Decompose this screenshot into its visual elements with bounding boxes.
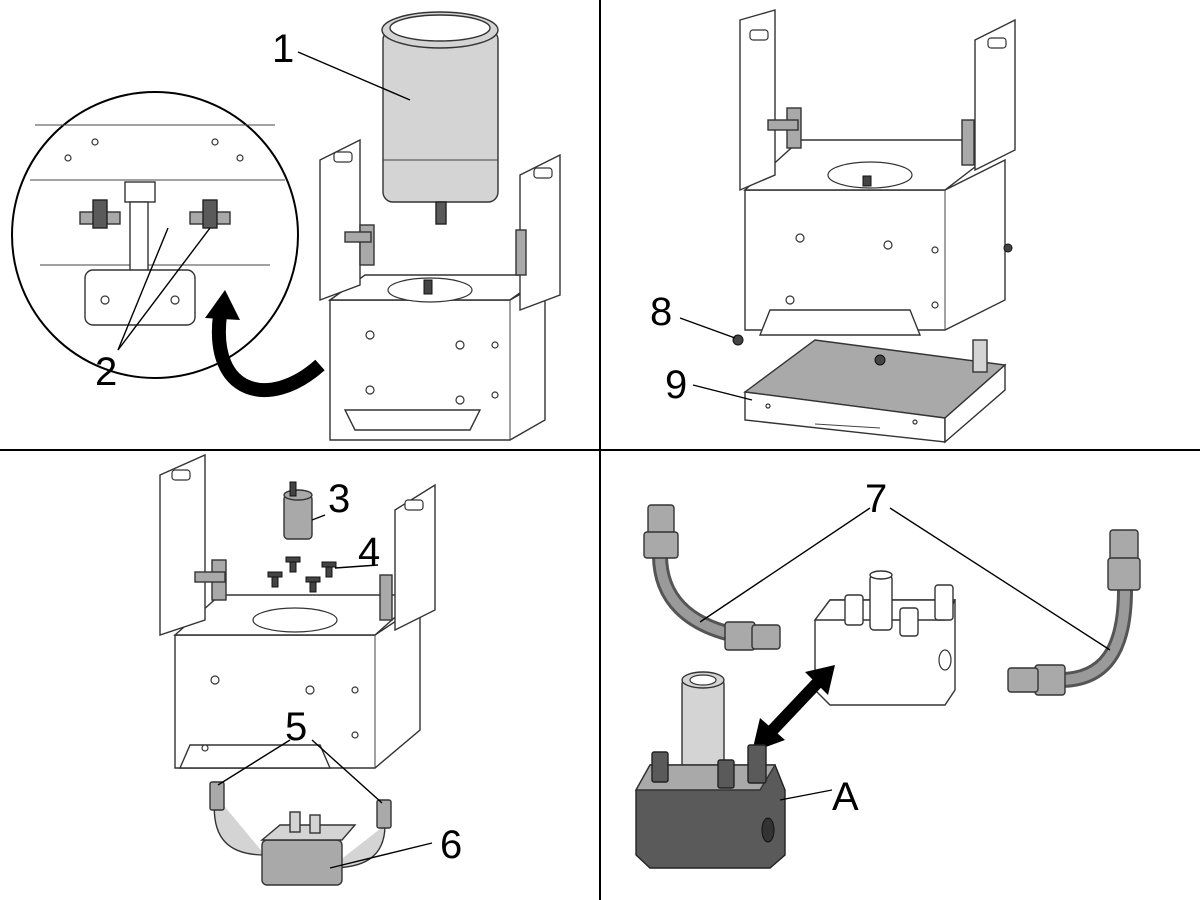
sleeve-part-3 <box>283 481 313 540</box>
leader-6 <box>329 842 433 869</box>
callout-8: 8 <box>650 290 672 334</box>
leader-3 <box>311 514 326 521</box>
curved-arrow <box>211 314 325 397</box>
hose-right-part-7 <box>1007 529 1141 696</box>
leader-2a <box>117 227 211 351</box>
callout-4: 4 <box>358 530 380 574</box>
callout-3: 3 <box>328 477 350 521</box>
frame-assembly-3 <box>159 453 436 769</box>
callout-6: 6 <box>440 823 462 867</box>
tray-part-9 <box>743 339 1007 444</box>
screw-part-8 <box>732 334 744 346</box>
panel-bottom-right: 7 A <box>634 477 1141 869</box>
pump-part-6 <box>209 781 392 886</box>
leader-4 <box>334 564 379 569</box>
leader-2b <box>117 227 169 351</box>
leader-9 <box>692 384 753 401</box>
pump-light <box>813 570 957 706</box>
callout-A: A <box>832 775 859 819</box>
panel-top-right: 8 9 <box>650 9 1016 444</box>
callout-1: 1 <box>272 27 294 71</box>
screws-part-4 <box>267 556 337 593</box>
panel-bottom-left: 3 4 5 6 <box>159 453 462 886</box>
leader-5b <box>311 739 383 804</box>
callout-7: 7 <box>865 477 887 521</box>
leader-1 <box>297 51 411 101</box>
callout-5: 5 <box>285 705 307 749</box>
motor-part-1 <box>381 11 499 225</box>
callout-2: 2 <box>95 350 117 394</box>
panel-top-left: 1 2 <box>11 11 561 441</box>
pump-part-A <box>634 671 786 869</box>
curved-arrow-head <box>205 290 240 320</box>
leader-7a <box>699 507 871 623</box>
frame-assembly-2 <box>739 9 1016 336</box>
double-arrow <box>752 665 835 752</box>
leader-7b <box>889 507 1111 651</box>
callout-9: 9 <box>665 363 687 407</box>
hose-left-part-7 <box>643 504 781 651</box>
frame-assembly-1 <box>319 138 561 441</box>
leader-5a <box>217 739 291 786</box>
detail-zoom-circle <box>11 91 299 379</box>
leader-A <box>779 789 833 801</box>
leader-8 <box>679 317 736 339</box>
